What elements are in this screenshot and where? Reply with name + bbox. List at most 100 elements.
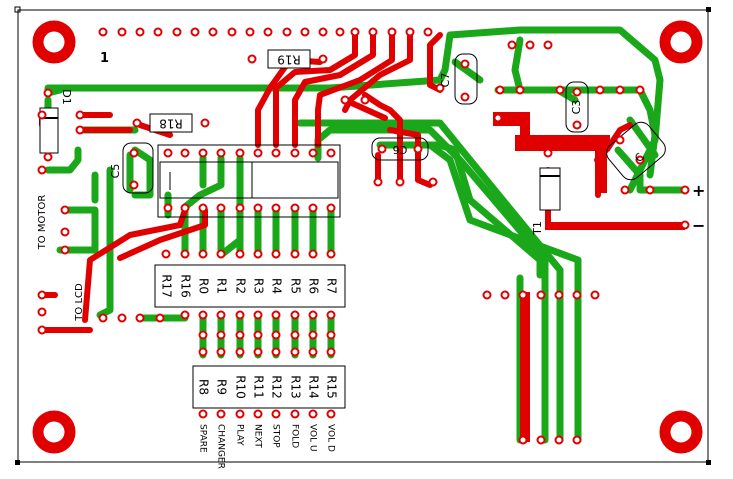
resistor-r18-body <box>149 113 193 133</box>
pad <box>216 249 226 259</box>
pad <box>326 347 336 357</box>
pad <box>117 313 127 323</box>
pad <box>555 85 565 95</box>
resistor-label-r4: R4 <box>270 278 284 294</box>
pad <box>161 249 171 259</box>
pad <box>253 347 263 357</box>
label-c5: C5 <box>109 164 122 179</box>
pad <box>235 249 245 259</box>
pad <box>235 148 245 158</box>
pad <box>135 313 145 323</box>
resistor-label-r0: R0 <box>197 278 211 294</box>
pad <box>235 310 245 320</box>
pad <box>198 330 208 340</box>
pad <box>200 118 210 128</box>
pad <box>271 330 281 340</box>
resistor-label-r12: R12 <box>270 375 284 399</box>
label-pin1: 1 <box>100 51 109 66</box>
resistor-label-r11: R11 <box>252 375 266 399</box>
pad <box>163 203 173 213</box>
pad <box>135 27 145 37</box>
button-label-stop: STOP <box>271 424 281 448</box>
pad <box>198 148 208 158</box>
pad <box>326 310 336 320</box>
pad <box>326 409 336 419</box>
pad <box>572 290 582 300</box>
pad <box>271 310 281 320</box>
mounting-holes <box>32 20 703 454</box>
pad <box>271 148 281 158</box>
pad <box>163 148 173 158</box>
pad <box>153 27 163 37</box>
label-c7: C7 <box>439 73 452 88</box>
pad <box>253 148 263 158</box>
pad <box>326 330 336 340</box>
transistor-t1-body <box>539 167 561 211</box>
pad <box>37 165 47 175</box>
label-c6: C6 <box>393 143 408 156</box>
pad <box>235 203 245 213</box>
pad <box>460 92 470 102</box>
pad <box>117 27 127 37</box>
resistor-label-r7: R7 <box>325 278 339 294</box>
pad <box>132 118 142 128</box>
resistor-label-r16: R16 <box>179 274 193 298</box>
label-to-lcd: TO LCD <box>74 283 85 322</box>
capacitor-c-right-outline <box>606 121 666 181</box>
pad <box>37 290 47 300</box>
pad <box>290 203 300 213</box>
mounting-hole-bl <box>32 410 76 454</box>
resistor-label-r2: R2 <box>234 278 248 294</box>
label-r19: R19 <box>277 53 301 67</box>
ic-footprint <box>157 144 341 218</box>
label-c3: C3 <box>570 100 583 115</box>
pad <box>216 347 226 357</box>
pad <box>198 310 208 320</box>
pad <box>235 347 245 357</box>
capacitor-c7-outline <box>454 53 478 105</box>
pad <box>180 249 190 259</box>
pad <box>216 330 226 340</box>
pad <box>271 203 281 213</box>
pad <box>253 203 263 213</box>
pad <box>290 330 300 340</box>
button-label-vol-u: VOL U <box>308 424 318 452</box>
label-d1: D1 <box>60 89 73 104</box>
corner-marker-tr <box>706 7 711 12</box>
resistor-label-r15: R15 <box>325 375 339 399</box>
resistor-label-r9: R9 <box>215 379 229 395</box>
pad <box>180 203 190 213</box>
capacitor-c6-outline <box>371 137 429 161</box>
pad <box>318 54 328 64</box>
pad <box>253 409 263 419</box>
pad <box>377 144 387 154</box>
pad <box>75 125 85 135</box>
pad <box>572 87 582 97</box>
pad <box>216 409 226 419</box>
pad <box>308 330 318 340</box>
button-label-vol-d: VOL D <box>326 424 336 452</box>
pad <box>493 113 503 123</box>
pad <box>43 152 53 162</box>
pad <box>525 40 535 50</box>
power-pour <box>493 112 685 442</box>
pad <box>253 249 263 259</box>
pad <box>423 27 433 37</box>
button-label-changer: CHANGER <box>216 424 226 469</box>
pad <box>308 347 318 357</box>
pad <box>680 220 690 230</box>
resistor-r19-body <box>267 49 311 69</box>
pad <box>198 409 208 419</box>
label-to-motor: TO MOTOR <box>37 195 48 251</box>
resistor-label-r8: R8 <box>197 379 211 395</box>
pad <box>340 95 350 105</box>
pad <box>680 185 690 195</box>
resistor-label-r1: R1 <box>215 278 229 294</box>
mounting-hole-tr <box>659 20 703 64</box>
pad <box>290 310 300 320</box>
pad <box>554 290 564 300</box>
pad <box>235 409 245 419</box>
pad <box>129 180 139 190</box>
